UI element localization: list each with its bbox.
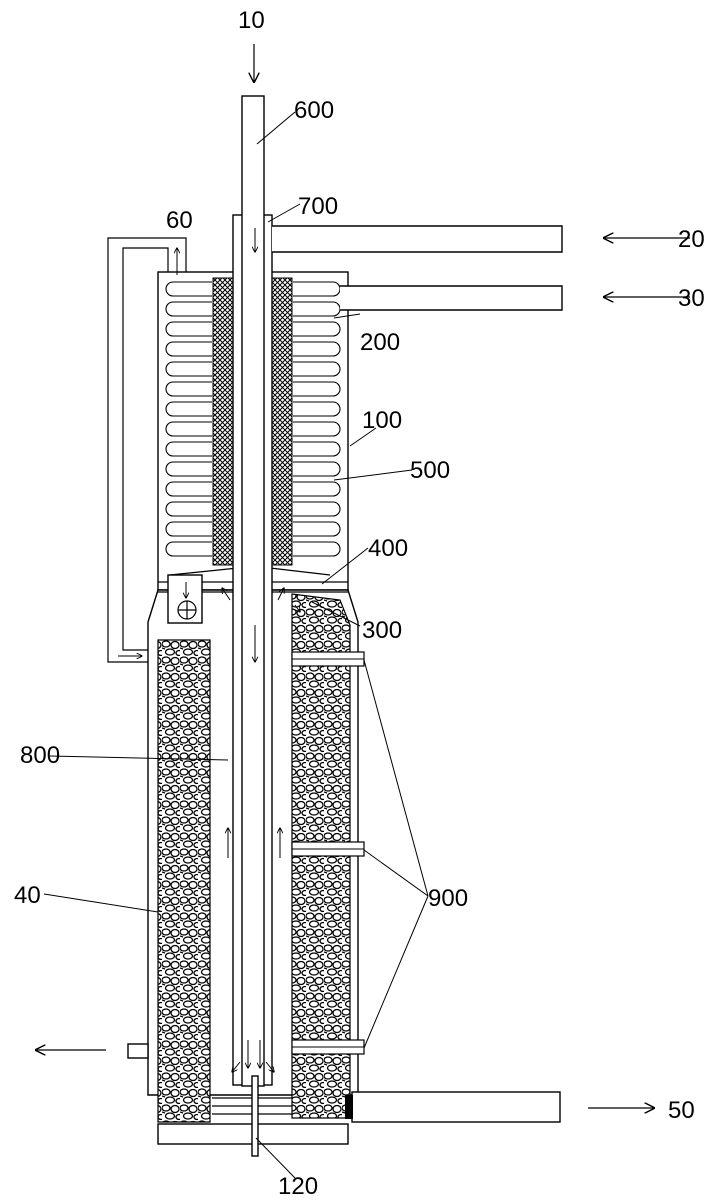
labels: 10 600 700 60 20 30 200 100 500 400 300 … xyxy=(14,7,705,1200)
supports-900 xyxy=(291,651,365,1055)
coil-turn xyxy=(293,521,341,537)
coil-turn xyxy=(165,421,212,437)
left-coil xyxy=(165,281,212,557)
label-40: 40 xyxy=(14,882,41,909)
coil-turn xyxy=(293,381,341,397)
coil-turn xyxy=(165,341,212,357)
coil-turn xyxy=(293,401,341,417)
label-700: 700 xyxy=(298,193,338,220)
label-500: 500 xyxy=(410,457,450,484)
coil-turn xyxy=(165,361,212,377)
coil-turn xyxy=(293,341,341,357)
label-600: 600 xyxy=(294,97,334,124)
coil-turn xyxy=(165,521,212,537)
coil-turn xyxy=(293,501,341,517)
label-30: 30 xyxy=(678,285,705,312)
leader-lines xyxy=(43,111,429,1179)
label-10: 10 xyxy=(238,7,265,34)
inlet-pipes xyxy=(272,225,563,311)
outlet-flange xyxy=(345,1095,353,1119)
coil-turn xyxy=(293,361,341,377)
coil-turn xyxy=(165,501,212,517)
left-packed-bed xyxy=(157,639,211,1123)
rod-120 xyxy=(251,1075,259,1157)
coil-turn xyxy=(293,321,341,337)
coil-turn xyxy=(165,461,212,477)
label-20: 20 xyxy=(678,226,705,253)
coil-turn xyxy=(293,461,341,477)
label-200: 200 xyxy=(360,329,400,356)
coil-turn xyxy=(165,401,212,417)
right-coil xyxy=(293,281,341,557)
coil-turn xyxy=(165,301,212,317)
label-120: 120 xyxy=(278,1173,318,1200)
coil-turn xyxy=(293,541,341,557)
right-mesh-column xyxy=(271,277,293,566)
coil-turn xyxy=(165,541,212,557)
label-800: 800 xyxy=(20,742,60,769)
bypass-line-60 xyxy=(107,237,203,663)
label-300: 300 xyxy=(362,617,402,644)
label-100: 100 xyxy=(362,407,402,434)
central-tubes xyxy=(222,95,300,1157)
label-50: 50 xyxy=(668,1097,695,1124)
coil-turn xyxy=(165,481,212,497)
outlet-50-pipe xyxy=(351,1091,561,1123)
label-400: 400 xyxy=(368,535,408,562)
coil-turn xyxy=(165,321,212,337)
left-mesh-column xyxy=(212,277,234,566)
label-900: 900 xyxy=(428,885,468,912)
outlet-stub xyxy=(127,1043,149,1059)
coil-turn xyxy=(165,381,212,397)
lower-vessel xyxy=(127,589,561,1145)
coil-turn xyxy=(293,481,341,497)
coil-turn xyxy=(165,281,212,297)
label-60: 60 xyxy=(166,207,193,234)
coil-turn xyxy=(165,441,212,457)
coil-turn xyxy=(293,441,341,457)
coil-turn xyxy=(293,421,341,437)
